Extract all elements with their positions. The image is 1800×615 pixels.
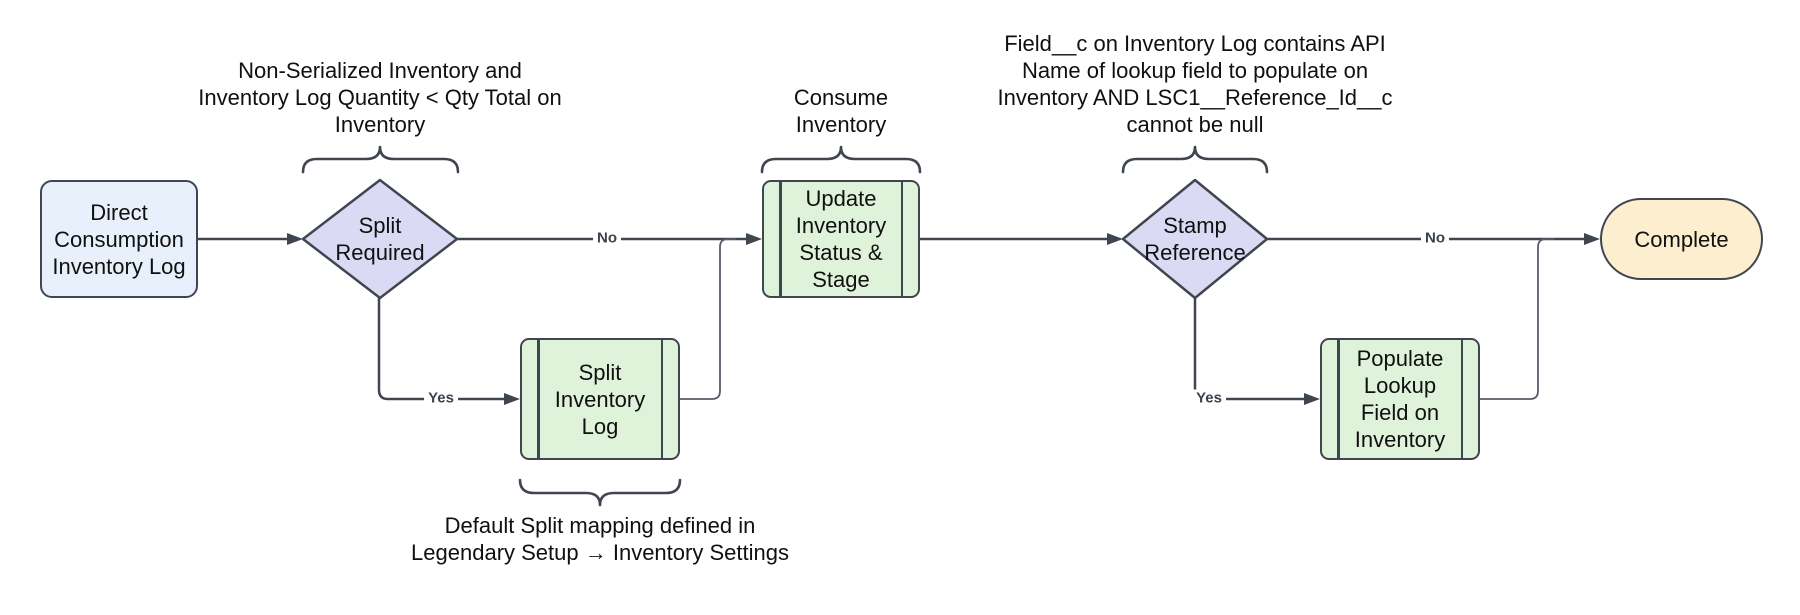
arrowhead-into-stamp-reference [1107, 233, 1123, 245]
node-populate-lookup-field: Populate Lookup Field on Inventory [1320, 338, 1480, 460]
edge-label-stamp-no: No [1421, 229, 1449, 247]
edge-label-split-yes: Yes [424, 389, 458, 407]
node-stamp-reference-label: Stamp Reference [1144, 213, 1246, 265]
connector-split-required-yes [377, 298, 504, 401]
node-split-inventory-log-label: Split Inventory Log [554, 359, 646, 439]
node-split-required-label: Split Required [335, 213, 425, 265]
node-split-inventory-log: Split Inventory Log [520, 338, 680, 460]
subprocess-bar-left [537, 340, 540, 458]
node-split-required: Split Required [301, 178, 459, 300]
annotation-split-condition: Non-Serialized Inventory and Inventory L… [198, 58, 562, 137]
edge-label-split-no: No [593, 229, 621, 247]
diamond-shape [1121, 178, 1269, 300]
subprocess-bar-left [1337, 340, 1340, 458]
subprocess-bar-right [1460, 340, 1463, 458]
node-update-inventory-status: Update Inventory Status & Stage [762, 180, 920, 298]
node-complete-label: Complete [1634, 226, 1729, 252]
diamond-shape [301, 178, 459, 300]
arrowhead-into-update [746, 233, 762, 245]
node-populate-lookup-field-label: Populate Lookup Field on Inventory [1354, 346, 1446, 452]
connector-split-log-return [680, 238, 736, 400]
node-stamp-reference: Stamp Reference [1121, 178, 1269, 300]
node-start: Direct Consumption Inventory Log [40, 180, 198, 298]
node-complete: Complete [1600, 198, 1763, 280]
annotation-consume-inventory: Consume Inventory [793, 85, 889, 137]
edge-label-stamp-yes: Yes [1192, 389, 1226, 407]
brace-split-condition [301, 145, 460, 174]
connector-stamp-reference-yes [1193, 298, 1304, 401]
subprocess-bar-left [779, 182, 782, 296]
subprocess-bar-right [900, 182, 903, 296]
brace-stamp-condition [1121, 145, 1269, 174]
brace-split-mapping [518, 478, 682, 507]
arrowhead-into-complete [1584, 233, 1600, 245]
arrowhead-into-split-log [504, 393, 520, 405]
arrowhead-into-split-required [287, 233, 303, 245]
node-update-inventory-status-label: Update Inventory Status & Stage [795, 186, 887, 292]
arrowhead-into-populate [1304, 393, 1320, 405]
annotation-split-mapping: Default Split mapping defined in Legenda… [411, 513, 789, 565]
annotation-stamp-condition: Field__c on Inventory Log contains API N… [997, 31, 1393, 137]
subprocess-bar-right [660, 340, 663, 458]
brace-consume-inventory [760, 145, 922, 174]
node-start-label: Direct Consumption Inventory Log [52, 199, 186, 279]
connector-populate-return [1480, 238, 1554, 400]
